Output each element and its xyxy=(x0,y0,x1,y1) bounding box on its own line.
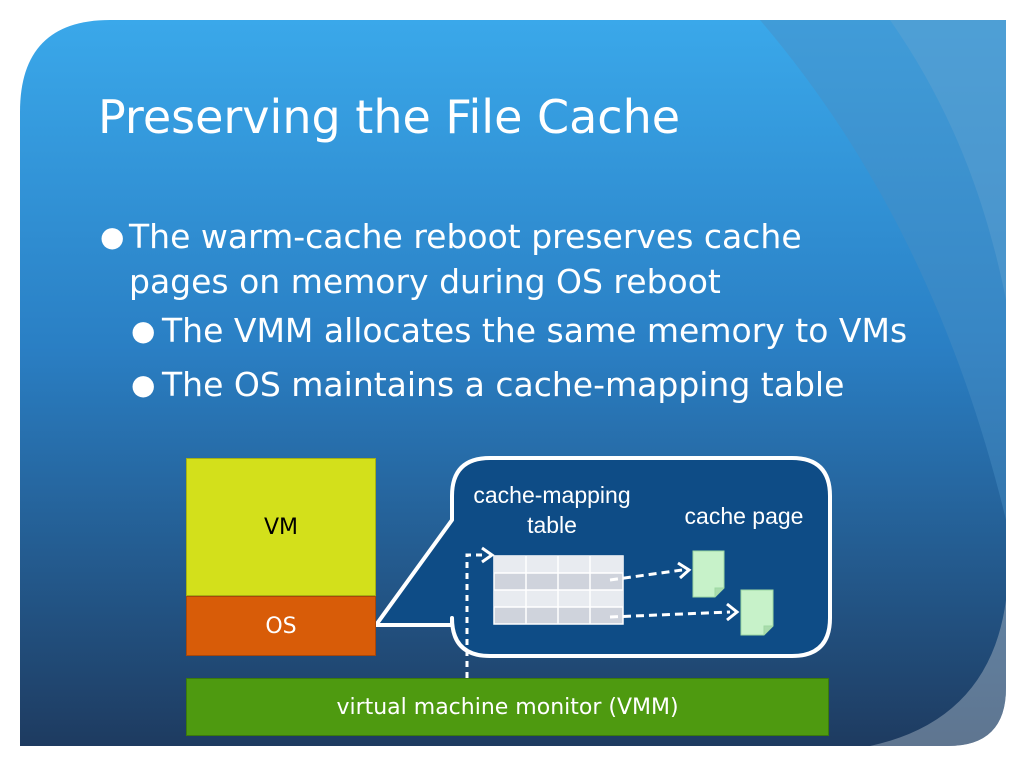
vmm-box: virtual machine monitor (VMM) xyxy=(186,678,829,736)
arrow-head-icon xyxy=(481,546,495,564)
cache-mapping-table-label: cache-mapping table xyxy=(452,480,652,540)
bullet-level2: ● The VMM allocates the same memory to V… xyxy=(100,304,907,358)
vm-label: VM xyxy=(263,514,299,540)
bullet-list: ● The warm-cache reboot preserves cache … xyxy=(100,214,907,412)
bullet-text: pages on memory during OS reboot xyxy=(129,262,721,301)
bullet-dot-icon: ● xyxy=(131,368,156,401)
vm-box: VM xyxy=(186,458,376,596)
vmm-label: virtual machine monitor (VMM) xyxy=(336,694,679,720)
cache-mapping-table-grid xyxy=(493,555,624,625)
bullet-level2: ● The OS maintains a cache-mapping table xyxy=(100,358,907,412)
bullet-text: The warm-cache reboot preserves cache xyxy=(129,217,802,256)
bullet-level1: ● The warm-cache reboot preserves cache xyxy=(100,214,907,259)
cache-page-label: cache page xyxy=(684,503,804,529)
os-box: OS xyxy=(186,596,376,656)
dashed-arrow-to-page-2 xyxy=(609,610,731,619)
table-label-line1: cache-mapping xyxy=(473,482,631,508)
dashed-link-line xyxy=(465,553,484,678)
bullet-text: The OS maintains a cache-mapping table xyxy=(162,365,845,404)
arrow-head-icon xyxy=(726,602,740,622)
bullet-dot-icon: ● xyxy=(131,314,156,347)
bullet-level1-continued: pages on memory during OS reboot xyxy=(100,259,907,304)
slide-title: Preserving the File Cache xyxy=(98,90,681,144)
bullet-text: The VMM allocates the same memory to VMs xyxy=(162,311,908,350)
os-label: OS xyxy=(265,613,297,639)
bullet-dot-icon: ● xyxy=(100,220,125,253)
table-label-line2: table xyxy=(527,512,577,538)
arrow-head-icon xyxy=(677,561,692,580)
